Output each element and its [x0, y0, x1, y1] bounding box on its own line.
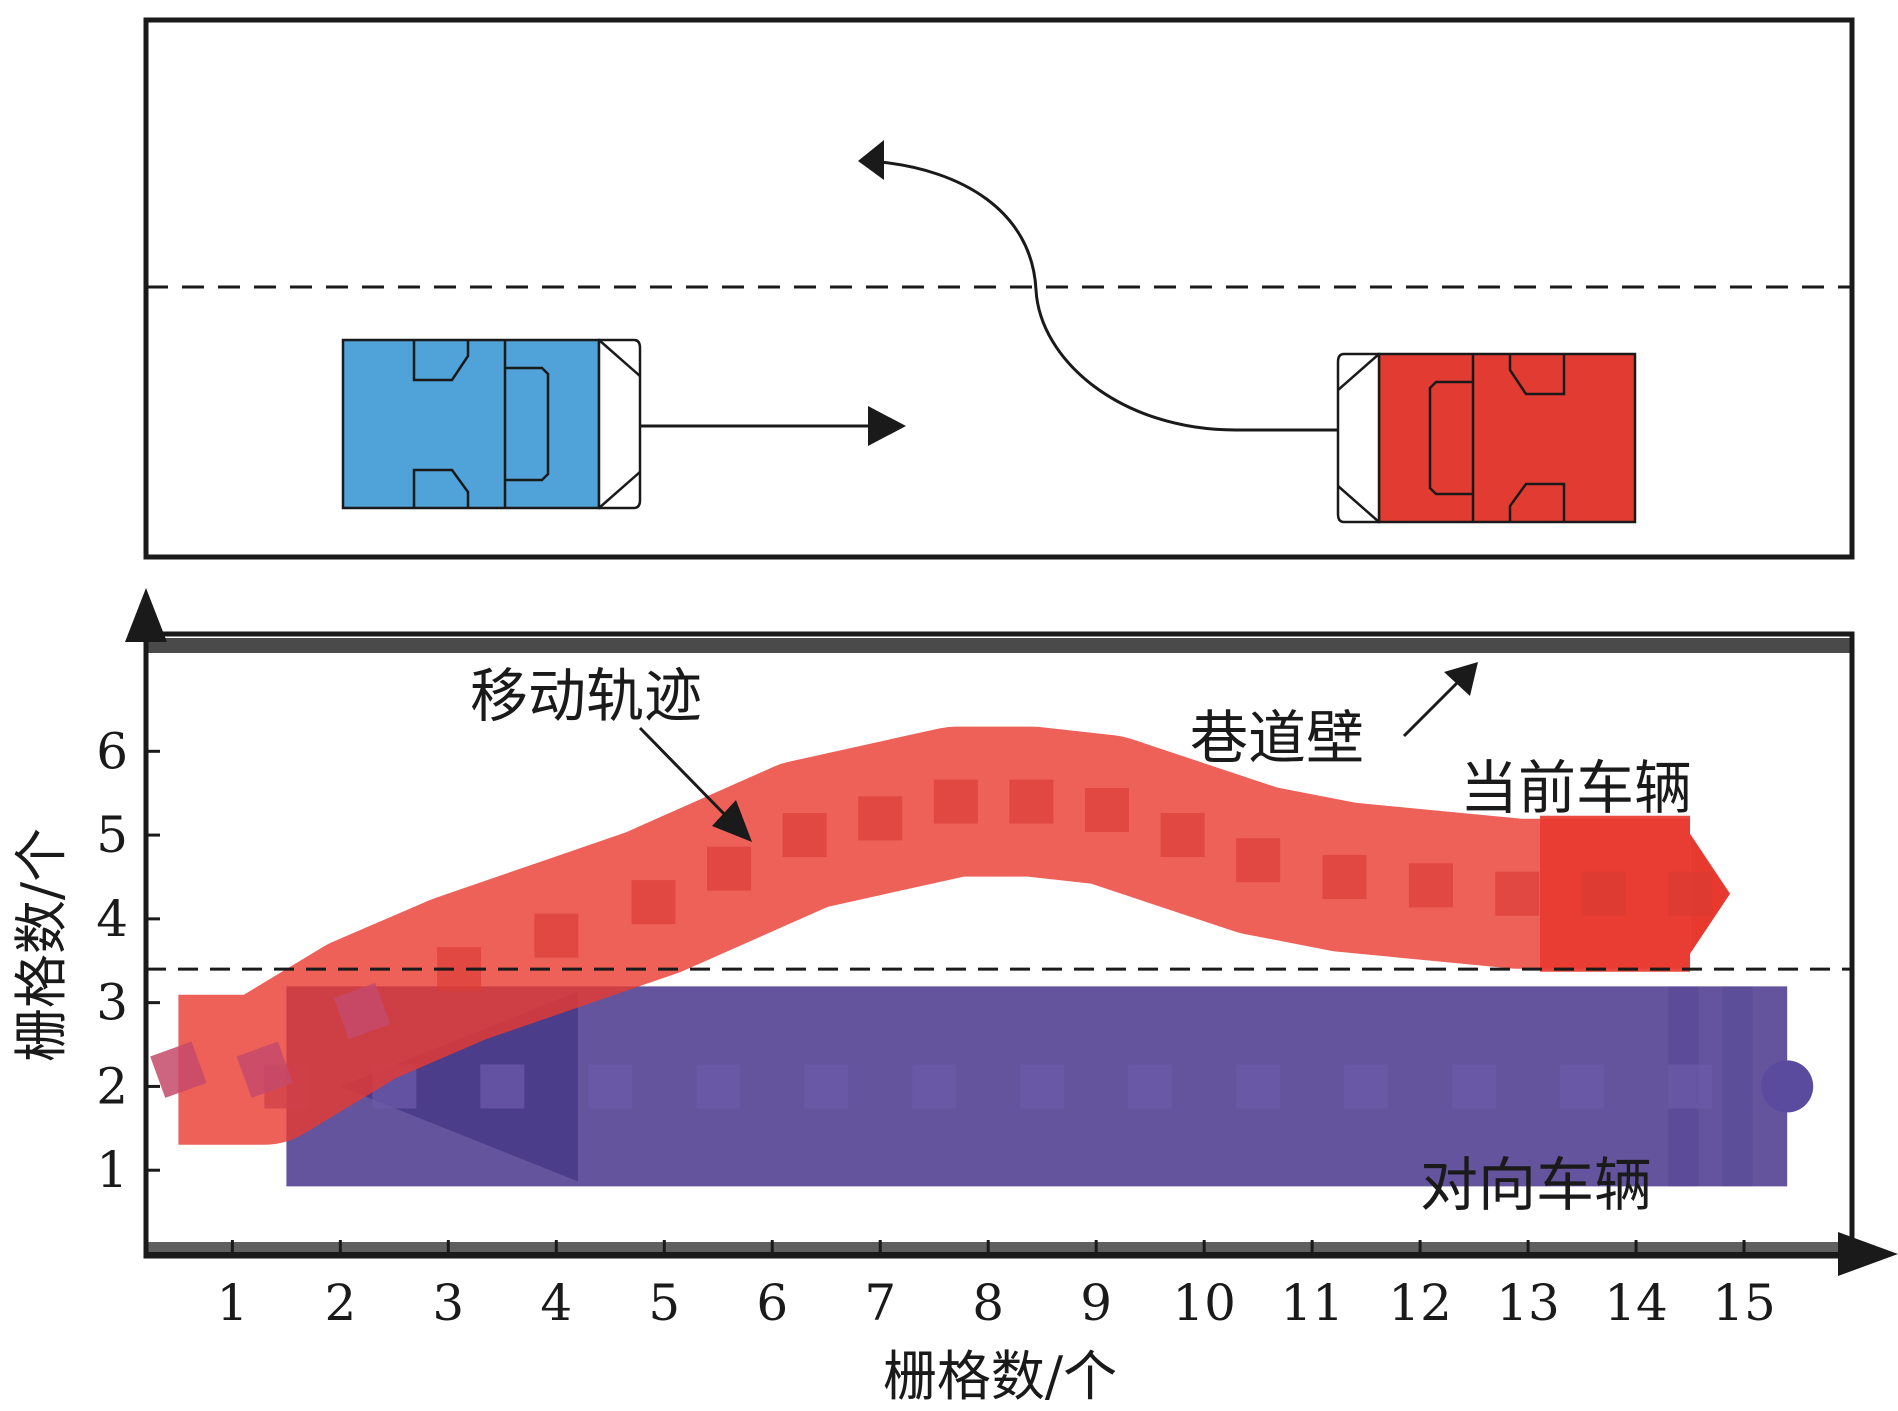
oncoming-trajectory-point	[1236, 1064, 1281, 1109]
x-tick-label: 7	[864, 1274, 896, 1332]
red-vehicle-bumper	[1336, 352, 1381, 524]
x-tick-label: 13	[1496, 1274, 1560, 1332]
blue-vehicle-bumper	[597, 338, 642, 510]
x-tick-label: 6	[756, 1274, 788, 1332]
current-trajectory-point	[1668, 871, 1713, 916]
x-tick-label: 11	[1280, 1274, 1344, 1332]
wall-label: 巷道壁	[1190, 704, 1364, 772]
oncoming-fade	[1722, 986, 1753, 1187]
current-trajectory-point	[1581, 871, 1626, 916]
oncoming-trajectory-point	[1344, 1064, 1389, 1109]
current-trajectory-point	[933, 779, 978, 824]
x-tick-label: 1	[216, 1274, 248, 1332]
oncoming-trajectory-point	[1020, 1064, 1065, 1109]
current-trajectory-point	[1236, 838, 1281, 883]
red-vehicle-windshield	[1428, 380, 1473, 496]
oncoming-trajectory-point	[804, 1064, 849, 1109]
x-tick-label: 3	[432, 1274, 464, 1332]
oncoming-trajectory-point	[1761, 1060, 1814, 1113]
y-tick-label: 6	[96, 722, 128, 780]
current-trajectory-point	[1495, 871, 1540, 916]
blue-vehicle-body	[341, 338, 601, 510]
blue-vehicle-cabin	[412, 340, 470, 508]
oncoming-trajectory-point	[1668, 1064, 1713, 1109]
oncoming-trajectory-point	[1560, 1064, 1605, 1109]
current-trajectory-point	[150, 1041, 207, 1098]
current-trajectory-point	[782, 813, 827, 858]
x-tick-label: 5	[648, 1274, 680, 1332]
y-tick-label: 1	[96, 1141, 128, 1199]
oncoming-vehicle-label: 对向车辆	[1420, 1151, 1652, 1219]
current-trajectory-point	[1408, 863, 1453, 908]
series-layer	[150, 726, 1814, 1187]
x-tick-label: 10	[1172, 1274, 1236, 1332]
oncoming-trajectory-point	[480, 1064, 525, 1109]
oncoming-trajectory-point	[696, 1064, 741, 1109]
current-vehicle-label: 当前车辆	[1460, 754, 1692, 822]
blue-arrow-head	[868, 406, 906, 446]
y-tick-label: 5	[96, 806, 128, 864]
red-vehicle	[1336, 352, 1637, 524]
oncoming-vehicle-front	[340, 991, 578, 1182]
red-arrow-head	[858, 140, 884, 180]
x-axis-title: 栅格数/个	[883, 1345, 1117, 1408]
current-trajectory-point	[1322, 854, 1367, 899]
current-trajectory-point	[1084, 787, 1129, 832]
wall-pointer	[1402, 678, 1462, 738]
y-axis-title: 栅格数/个	[10, 828, 73, 1062]
x-tick-label: 2	[324, 1274, 356, 1332]
red-vehicle-body	[1377, 352, 1637, 524]
x-tick-label: 9	[1080, 1274, 1112, 1332]
x-tick-label: 14	[1604, 1274, 1668, 1332]
red-vehicle-path-arrow	[879, 160, 1338, 432]
current-trajectory-point	[631, 880, 676, 925]
x-tick-label: 4	[540, 1274, 572, 1332]
current-trajectory-point	[707, 846, 752, 891]
current-trajectory-point	[1009, 779, 1054, 824]
oncoming-trajectory-point	[912, 1064, 957, 1109]
tunnel-wall-bottom	[146, 1242, 1852, 1254]
current-trajectory-point	[858, 796, 903, 841]
wall-pointer-head	[1444, 662, 1478, 696]
y-tick-label: 2	[96, 1057, 128, 1115]
trajectory-pointer	[638, 726, 732, 822]
y-axis-arrow-icon	[125, 588, 167, 642]
current-trajectory-point	[1160, 813, 1205, 858]
tunnel-wall-top	[146, 638, 1852, 653]
x-tick-label: 12	[1388, 1274, 1452, 1332]
x-tick-label: 8	[972, 1274, 1004, 1332]
trajectory-pointer-head	[712, 800, 752, 842]
y-tick-label: 3	[96, 974, 128, 1032]
oncoming-trajectory-point	[1452, 1064, 1497, 1109]
y-tick-label: 4	[96, 890, 128, 948]
red-vehicle-cabin	[1508, 354, 1566, 522]
blue-vehicle-windshield	[505, 366, 550, 482]
trajectory-label: 移动轨迹	[470, 662, 702, 730]
oncoming-trajectory-point	[1128, 1064, 1173, 1109]
x-tick-label: 15	[1712, 1274, 1776, 1332]
current-trajectory-point	[534, 913, 579, 958]
current-trajectory-point	[236, 1041, 293, 1098]
x-axis-arrow-icon	[1838, 1232, 1898, 1276]
oncoming-trajectory-point	[588, 1064, 633, 1109]
blue-vehicle	[341, 338, 642, 510]
top-scene	[143, 17, 1855, 560]
current-trajectory-point	[333, 982, 391, 1040]
